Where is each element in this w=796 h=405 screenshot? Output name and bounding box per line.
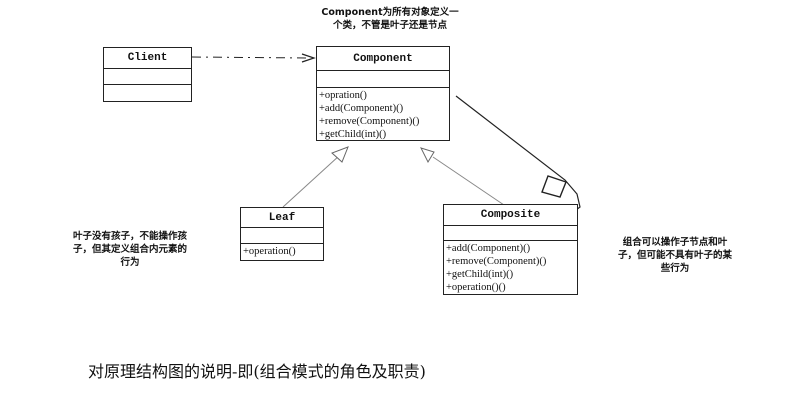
composite-note-line-1: 组合可以操作子节点和叶 [622, 237, 728, 248]
component-method: +opration() [319, 90, 367, 101]
leaf-note-line-2: 子，但其定义组合内元素的 [72, 244, 187, 255]
aggregation-diamond [541, 175, 567, 198]
leaf-class: Leaf +operation() [240, 207, 324, 261]
composite-method: +remove(Component)() [446, 256, 547, 267]
client-class-name: Client [104, 48, 191, 69]
leaf-generalization-line [282, 154, 341, 208]
composite-method: +add(Component)() [446, 243, 531, 254]
client-attributes [104, 69, 191, 85]
leaf-note-line-1: 叶子没有孩子，不能操作孩 [72, 231, 187, 242]
composite-method: +getChild(int)() [446, 269, 514, 280]
dependency-line [191, 56, 309, 59]
diagram-caption: 对原理结构图的说明-即(组合模式的角色及职责) [88, 362, 426, 381]
composite-operations: +add(Component)() +remove(Component)() +… [444, 241, 577, 294]
composite-generalization-arrow [420, 147, 435, 164]
leaf-method: +operation() [243, 246, 296, 257]
composite-note-line-2: 子，但可能不具有叶子的某 [617, 250, 732, 261]
component-note-line-2: 个类，不管是叶子还是节点 [332, 20, 447, 31]
aggregation-line [455, 95, 581, 211]
component-method: +remove(Component)() [319, 116, 420, 127]
component-note: Component为所有对象定义一 个类，不管是叶子还是节点 [300, 6, 480, 32]
component-class: Component +opration() +add(Component)() … [316, 46, 450, 141]
leaf-generalization-arrow [331, 146, 349, 163]
dependency-arrowhead [301, 53, 316, 63]
composite-note: 组合可以操作子节点和叶 子，但可能不具有叶子的某 些行为 [595, 236, 755, 275]
composite-note-line-3: 些行为 [660, 263, 690, 274]
client-class: Client [103, 47, 192, 102]
composite-class-name: Composite [444, 205, 577, 226]
leaf-note-line-3: 行为 [120, 257, 140, 268]
leaf-note: 叶子没有孩子，不能操作孩 子，但其定义组合内元素的 行为 [50, 230, 210, 269]
leaf-attributes [241, 228, 323, 244]
component-class-name: Component [317, 47, 449, 71]
composite-class: Composite +add(Component)() +remove(Comp… [443, 204, 578, 295]
component-operations: +opration() +add(Component)() +remove(Co… [317, 88, 449, 141]
leaf-operations: +operation() [241, 244, 323, 258]
composite-attributes [444, 226, 577, 241]
component-attributes [317, 71, 449, 88]
component-note-line-1: Component为所有对象定义一 [321, 7, 459, 18]
composite-generalization-line [432, 156, 505, 206]
composite-method: +operation()() [446, 282, 506, 293]
component-method: +add(Component)() [319, 103, 404, 114]
client-operations [104, 85, 191, 101]
component-method: +getChild(int)() [319, 129, 387, 140]
leaf-class-name: Leaf [241, 208, 323, 228]
